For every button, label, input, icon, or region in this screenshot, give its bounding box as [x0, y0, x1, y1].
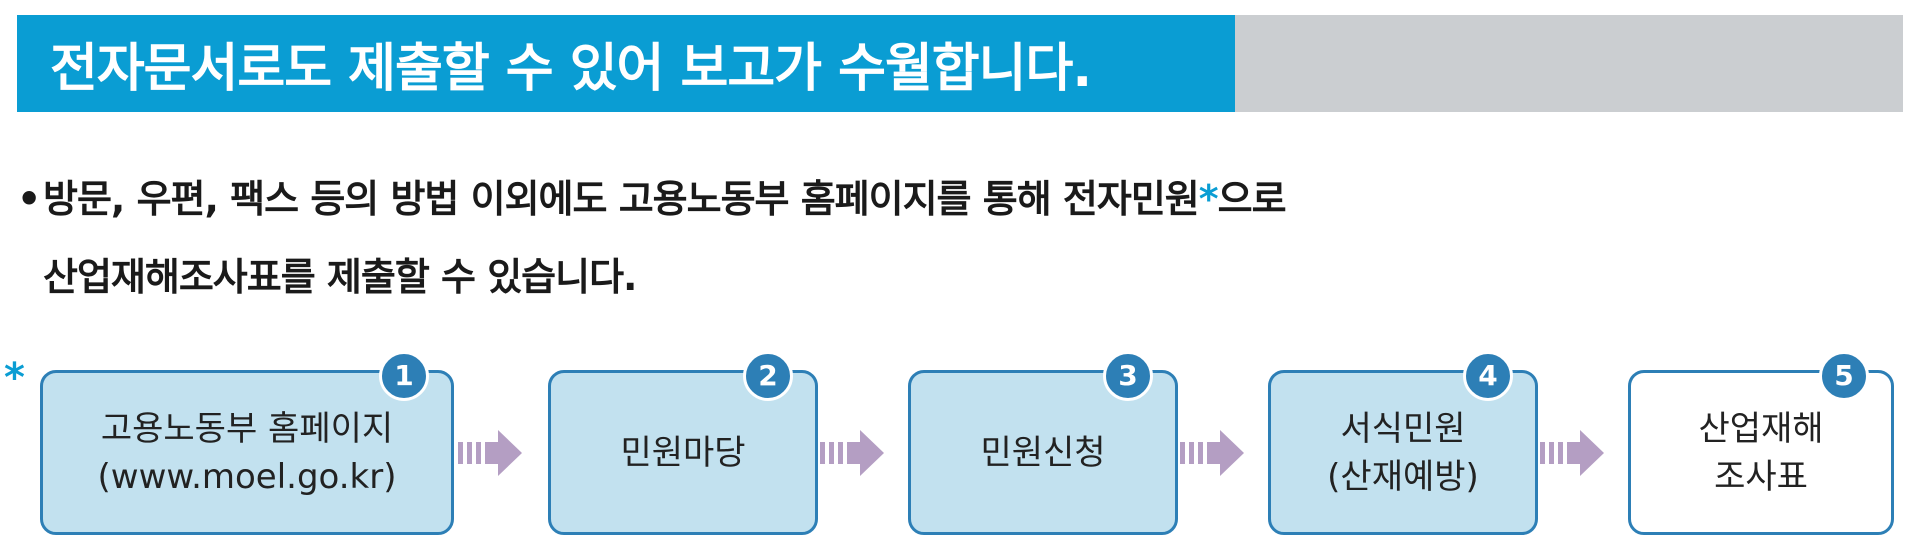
- bullet: •: [17, 177, 41, 221]
- header-banner: 전자문서로도 제출할 수 있어 보고가 수월합니다.: [17, 15, 1903, 112]
- step-3-number-badge: 3: [1103, 351, 1153, 401]
- step-1-sublabel: (www.moel.go.kr): [97, 456, 397, 497]
- description-text-2: 산업재해조사표를 제출할 수 있습니다.: [43, 255, 637, 299]
- step-5-label: 산업재해: [1698, 408, 1824, 449]
- description-text-1a: 방문, 우편, 팩스 등의 방법 이외에도 고용노동부 홈페이지를 통해 전자민…: [43, 177, 1200, 221]
- banner-title-area: 전자문서로도 제출할 수 있어 보고가 수월합니다.: [17, 15, 1235, 112]
- arrow-right-icon: [458, 430, 522, 476]
- arrow-right-icon: [1180, 430, 1244, 476]
- step-4-sublabel: (산재예방): [1327, 456, 1479, 497]
- description-paragraph: •방문, 우편, 팩스 등의 방법 이외에도 고용노동부 홈페이지를 통해 전자…: [17, 160, 1287, 316]
- step-3-label: 민원신청: [980, 432, 1106, 473]
- step-2-label: 민원마당: [620, 432, 746, 473]
- arrow-right-icon: [1540, 430, 1604, 476]
- step-4-number-badge: 4: [1463, 351, 1513, 401]
- description-line-1: •방문, 우편, 팩스 등의 방법 이외에도 고용노동부 홈페이지를 통해 전자…: [17, 160, 1287, 238]
- step-2-number-badge: 2: [743, 351, 793, 401]
- step-5-box: 5 산업재해 조사표: [1628, 351, 1894, 535]
- step-5-number-badge: 5: [1819, 351, 1869, 401]
- footnote-asterisk: *: [1198, 177, 1219, 221]
- step-1-box: 1 고용노동부 홈페이지 (www.moel.go.kr): [40, 351, 454, 535]
- footnote-marker: *: [4, 355, 25, 401]
- step-4-box: 4 서식민원 (산재예방): [1268, 351, 1538, 535]
- page-title: 전자문서로도 제출할 수 있어 보고가 수월합니다.: [50, 39, 1092, 99]
- step-1-label: 고용노동부 홈페이지: [100, 408, 394, 449]
- step-1-number-badge: 1: [379, 351, 429, 401]
- banner-gray-bar: [1235, 15, 1903, 112]
- description-line-2: 산업재해조사표를 제출할 수 있습니다.: [17, 238, 1286, 316]
- step-5-sublabel: 조사표: [1714, 456, 1808, 497]
- step-4-label: 서식민원: [1340, 408, 1466, 449]
- step-2-box: 2 민원마당: [548, 351, 818, 535]
- arrow-right-icon: [820, 430, 884, 476]
- description-text-1b: 으로: [1217, 177, 1287, 221]
- step-3-box: 3 민원신청: [908, 351, 1178, 535]
